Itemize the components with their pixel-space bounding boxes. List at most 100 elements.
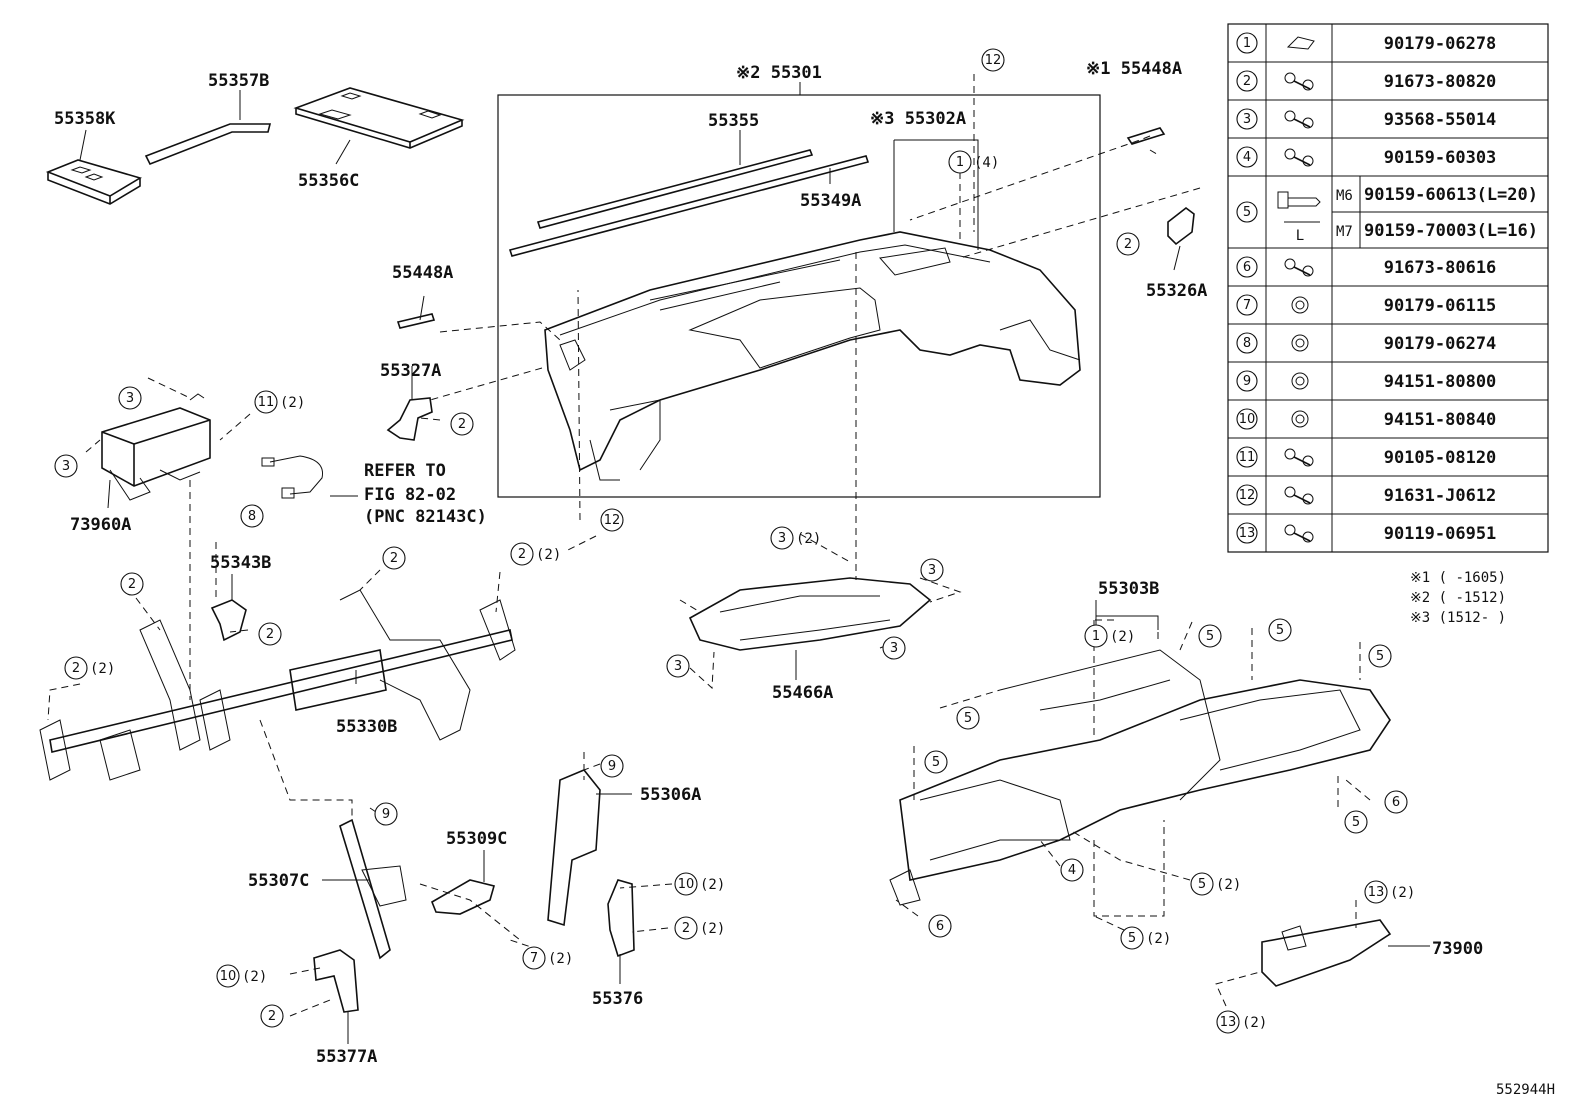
callout-2-55326A[interactable]: 2 (1116, 232, 1140, 256)
part-55466A-meter-hood[interactable] (688, 577, 932, 651)
callout-2-beam-left[interactable]: 2 (120, 572, 144, 596)
callout-6-left[interactable]: 6 (928, 914, 952, 938)
callout-13-2-bottom[interactable]: 13(2) (1216, 1010, 1267, 1034)
callout-9-top[interactable]: 9 (600, 754, 624, 778)
callout-7-2[interactable]: 7(2) (522, 946, 573, 970)
svg-text:(2): (2) (700, 921, 725, 937)
label-55309C: 55309C (446, 829, 507, 849)
part-73900-compartment[interactable] (1261, 919, 1392, 987)
svg-text:2: 2 (268, 1009, 276, 1024)
callout-6-right[interactable]: 6 (1384, 790, 1408, 814)
callout-3-airbag-left[interactable]: 3 (54, 454, 78, 478)
callout-11-2[interactable]: 11(2) (254, 390, 305, 414)
callout-5-b[interactable]: 5 (1268, 618, 1292, 642)
part-55357B-strip[interactable] (144, 123, 272, 166)
callout-5-a[interactable]: 5 (1198, 624, 1222, 648)
callout-2-beam-top[interactable]: 2 (382, 546, 406, 570)
callout-3-airbag-top[interactable]: 3 (118, 386, 142, 410)
callout-2-55377A[interactable]: 2 (260, 1004, 284, 1028)
label-55343B: 55343B (210, 553, 271, 573)
part-55326A-bracket[interactable] (1167, 206, 1195, 246)
callout-3-hood-right[interactable]: 3 (920, 558, 944, 582)
svg-text:5: 5 (1128, 931, 1136, 946)
part-55358K-pad[interactable] (45, 159, 142, 205)
svg-text:2: 2 (390, 551, 398, 566)
callout-2-2-beam-end[interactable]: 2(2) (64, 656, 115, 680)
part-73960A-airbag[interactable] (101, 393, 211, 501)
callout-5-c[interactable]: 5 (1368, 644, 1392, 668)
svg-text:91673-80820: 91673-80820 (1384, 72, 1497, 92)
svg-text:(2): (2) (536, 547, 561, 563)
svg-text:8: 8 (1243, 336, 1251, 351)
callout-2-55327A[interactable]: 2 (450, 412, 474, 436)
svg-text:(2): (2) (796, 531, 821, 547)
label-55307C: 55307C (248, 871, 309, 891)
part-55355-strip[interactable] (536, 149, 814, 229)
callout-9-left[interactable]: 9 (374, 802, 398, 826)
callout-5-f[interactable]: 5 (1344, 810, 1368, 834)
callout-4[interactable]: 4 (1060, 858, 1084, 882)
svg-text:5: 5 (932, 755, 940, 770)
callout-5-d[interactable]: 5 (956, 706, 980, 730)
svg-text:1: 1 (956, 155, 964, 170)
svg-text:(2): (2) (280, 395, 305, 411)
callout-5-e[interactable]: 5 (924, 750, 948, 774)
part-55356C-pad[interactable] (293, 87, 465, 149)
part-55448A-clip[interactable] (396, 313, 436, 329)
part-55330B-support-beam[interactable] (39, 589, 516, 781)
svg-text:5: 5 (1243, 205, 1251, 220)
part-55327A-bracket[interactable] (386, 397, 433, 441)
part-55377A-bracket[interactable] (313, 949, 359, 1013)
callout-3-hood-left[interactable]: 3 (666, 654, 690, 678)
part-55376-bracket[interactable] (607, 879, 635, 958)
label-55355: 55355 (708, 111, 759, 131)
callout-10-2-right[interactable]: 10(2) (674, 872, 725, 896)
callout-1-4[interactable]: 1(4) (948, 150, 999, 174)
part-55448A-top-clip[interactable] (1126, 127, 1166, 145)
bolt-icon (1284, 486, 1314, 505)
callout-2-2-beam-right[interactable]: 2 (2) (510, 542, 561, 566)
svg-text:91673-80616: 91673-80616 (1384, 258, 1497, 278)
svg-text:3: 3 (62, 459, 70, 474)
part-55303B-reinforcement[interactable] (889, 649, 1391, 906)
callout-3-2-hood[interactable]: 3(2) (770, 526, 821, 550)
label-55327A: 55327A (380, 361, 441, 381)
callout-2-55343B[interactable]: 2 (258, 622, 282, 646)
note-3: ※3 (1512- ) (1410, 610, 1506, 626)
callout-10-2-left[interactable]: 10(2) (216, 964, 267, 988)
svg-text:7: 7 (530, 951, 538, 966)
callout-12-left[interactable]: 12 (600, 508, 624, 532)
part-55343B-bracket[interactable] (210, 599, 247, 642)
callout-8[interactable]: 8 (240, 504, 264, 528)
callout-13-2-top[interactable]: 13(2) (1364, 880, 1415, 904)
part-55349A-strip[interactable] (508, 155, 870, 257)
svg-text:2: 2 (518, 547, 526, 562)
part-55309C-bracket[interactable] (431, 879, 495, 915)
callout-5-2-a[interactable]: 5(2) (1190, 872, 1241, 896)
callout-2-2-55376[interactable]: 2(2) (674, 916, 725, 940)
callout-5-2-b[interactable]: 5(2) (1120, 926, 1171, 950)
part-55306A-brace[interactable] (547, 769, 601, 927)
wire-harness[interactable] (261, 455, 324, 499)
callout-1-2-reinforcement[interactable]: 1(2) (1084, 624, 1135, 648)
part-55302A-instrument-panel[interactable] (544, 231, 1081, 481)
part-55307C-brace[interactable] (339, 818, 407, 960)
label-55356C: 55356C (298, 171, 359, 191)
label-55330B: 55330B (336, 717, 397, 737)
svg-text:5: 5 (1198, 877, 1206, 892)
callout-3-hood-bottom[interactable]: 3 (882, 636, 906, 660)
callout-12-top[interactable]: 12 (981, 48, 1005, 72)
